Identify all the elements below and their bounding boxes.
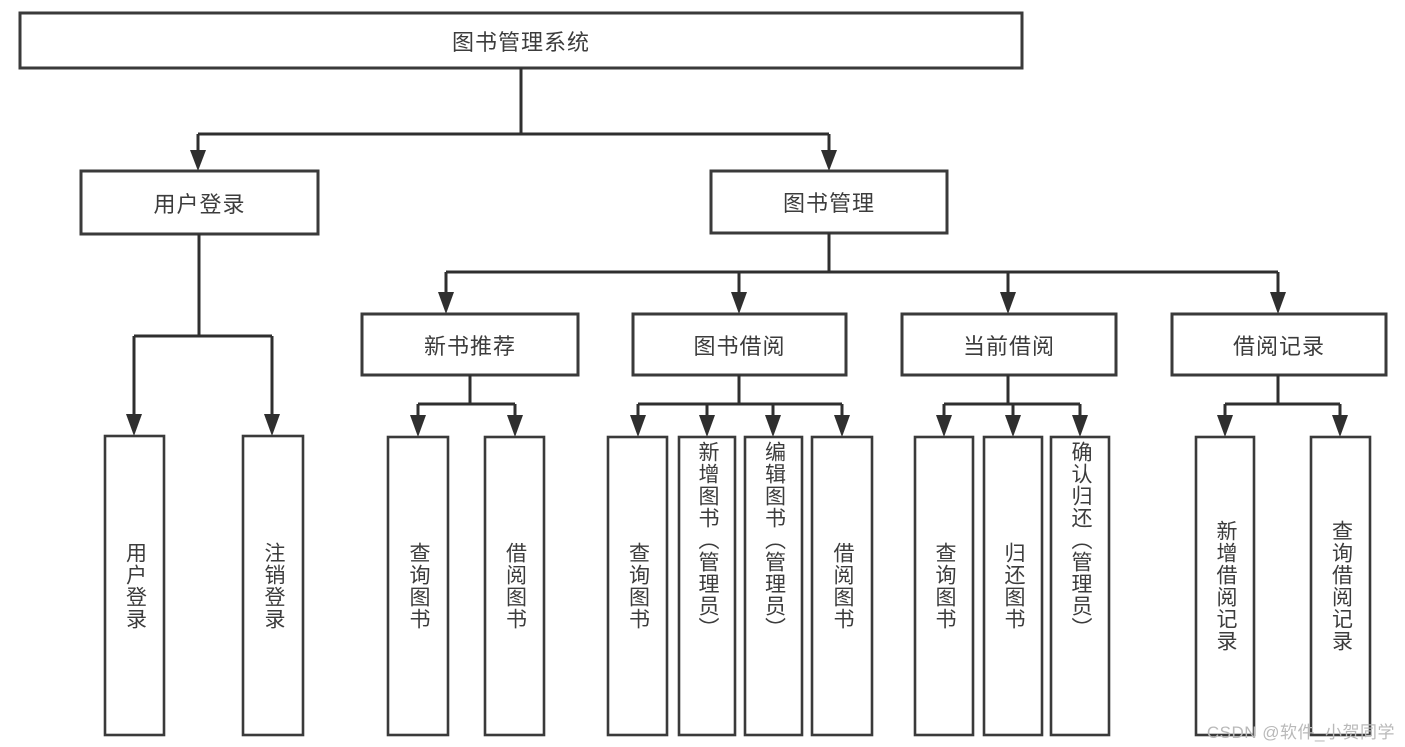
node-book-borrow[interactable] — [631, 312, 848, 377]
arrow-head-borrow-edit-book — [765, 415, 781, 437]
arrow-head-leaf-logout — [264, 414, 280, 436]
leaf-recommend-query-book[interactable] — [386, 435, 450, 737]
leaf-logout[interactable] — [241, 434, 305, 737]
leaf-record-query[interactable] — [1309, 435, 1372, 737]
arrow-head-book-borrow — [731, 292, 747, 314]
arrow-head-record-query — [1332, 415, 1348, 437]
arrow-head-recommend-borrow-book — [507, 415, 523, 437]
arrow-head-current-borrow — [1000, 292, 1016, 314]
arrow-head-borrow-query-book — [630, 415, 646, 437]
arrow-head-record-add — [1217, 415, 1233, 437]
node-new-book-recommend[interactable] — [360, 312, 580, 377]
watermark-text: CSDN @软件_小贺同学 — [1206, 723, 1395, 742]
arrow-head-recommend-query-book — [410, 415, 426, 437]
arrow-head-current-query-book — [936, 415, 952, 437]
leaf-record-add[interactable] — [1194, 435, 1256, 737]
arrow-head-level2-right — [821, 150, 837, 171]
leaf-borrow-edit-book[interactable] — [743, 435, 804, 737]
leaf-borrow-borrow-book[interactable] — [810, 435, 874, 737]
leaf-borrow-add-book[interactable] — [677, 435, 737, 737]
arrow-head-new-book-recommend — [438, 292, 454, 314]
node-borrow-record[interactable] — [1170, 312, 1388, 377]
arrow-head-borrow-add-book — [699, 415, 715, 437]
arrow-head-borrow-record — [1270, 292, 1286, 314]
arrow-head-leaf-user-login — [126, 414, 142, 436]
arrow-head-borrow-borrow-book — [834, 415, 850, 437]
leaf-current-confirm-return[interactable] — [1049, 435, 1111, 737]
arrow-head-current-confirm-return — [1072, 415, 1088, 437]
node-root[interactable] — [18, 11, 1024, 70]
arrow-head-current-return-book — [1005, 415, 1021, 437]
node-book-management[interactable] — [709, 169, 949, 235]
arrow-head-level2-left — [190, 150, 206, 171]
node-user-login[interactable] — [79, 169, 320, 236]
leaf-current-query-book[interactable] — [913, 435, 975, 737]
node-current-borrow[interactable] — [900, 312, 1118, 377]
leaf-borrow-query-book[interactable] — [606, 435, 669, 737]
leaf-user-login[interactable] — [103, 434, 166, 737]
leaf-recommend-borrow-book[interactable] — [483, 435, 546, 737]
leaf-current-return-book[interactable] — [982, 435, 1044, 737]
